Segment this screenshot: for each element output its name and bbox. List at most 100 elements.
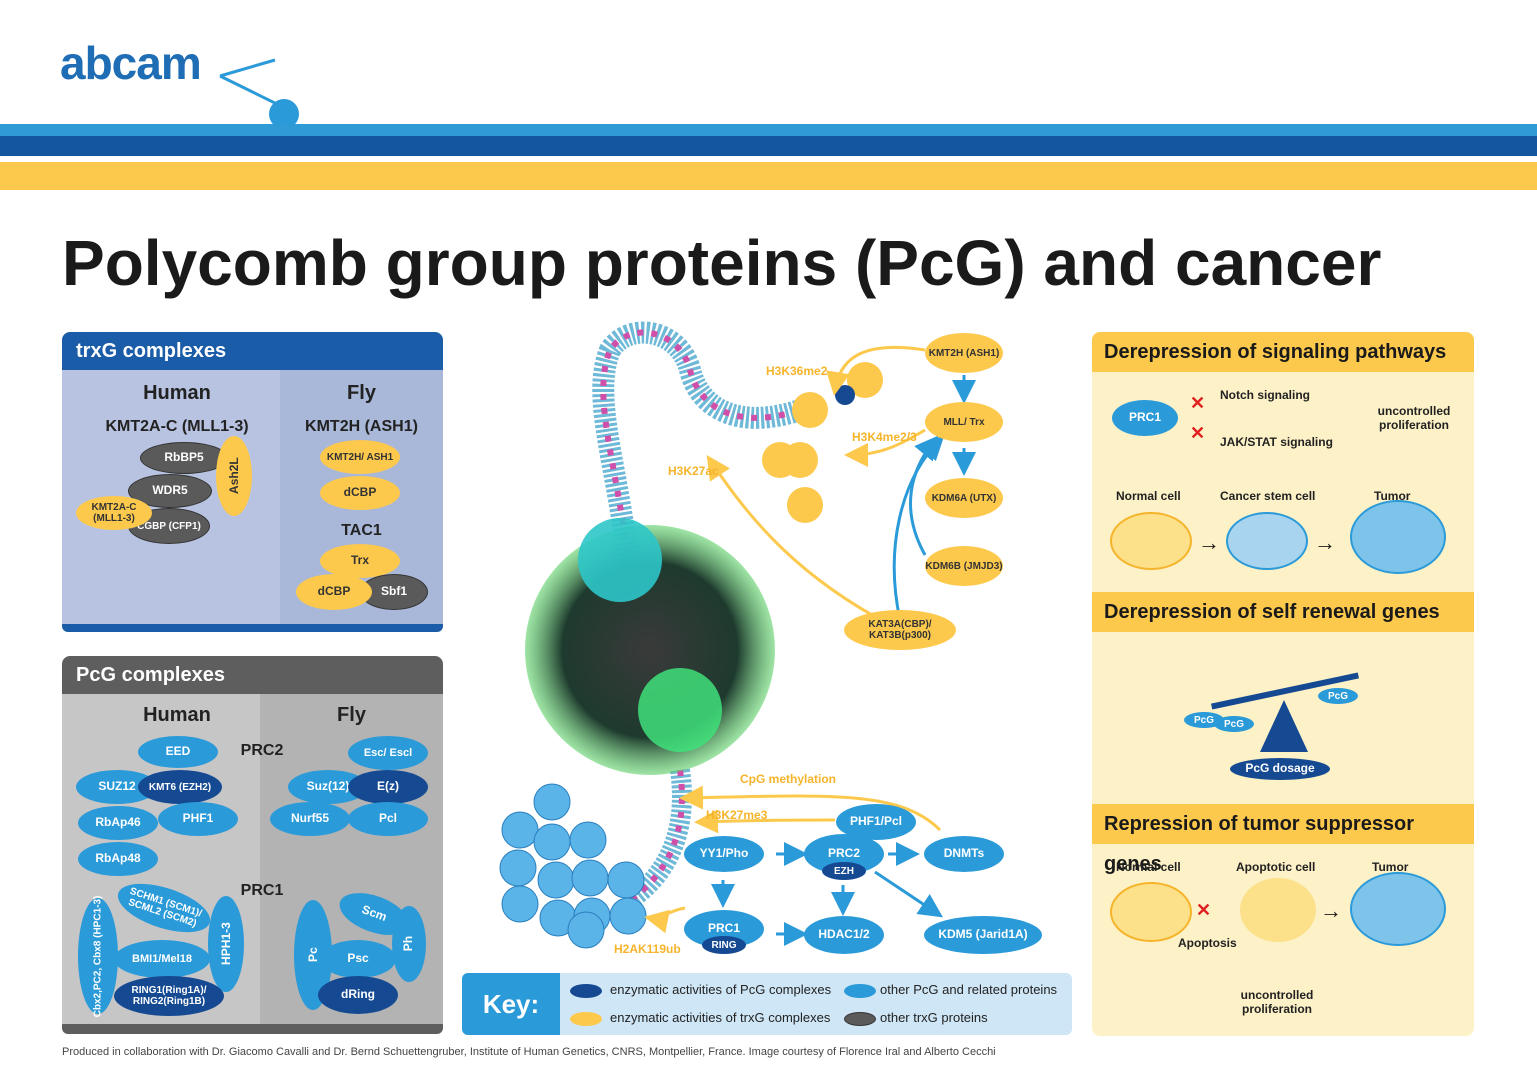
rbap48-node: RbAp48 bbox=[78, 842, 158, 876]
key-swatch-trxg-other bbox=[844, 1012, 876, 1026]
page-title: Polycomb group proteins (PcG) and cancer bbox=[62, 227, 1382, 299]
bmi1-node: BMI1/Mel18 bbox=[114, 940, 210, 978]
cancer-stem-label: Cancer stem cell bbox=[1220, 489, 1316, 503]
pcg-fly-label: Fly bbox=[337, 704, 366, 726]
tumor-label-2: Tumor bbox=[1372, 860, 1409, 874]
chromatin-illustration bbox=[499, 321, 976, 949]
psc-node: Psc bbox=[320, 940, 396, 978]
apoptotic-cell-label: Apoptotic cell bbox=[1236, 860, 1316, 874]
tumor-suppressor-heading: Repression of tumor suppressor genes bbox=[1092, 804, 1474, 875]
dring-node: dRing bbox=[318, 976, 398, 1014]
pcg-panel: PcG complexes Human Fly PRC2 PRC1 EED SU… bbox=[62, 656, 443, 1036]
h3k36me2-label: H3K36me2 bbox=[766, 364, 828, 378]
cross-icon-1: ✕ bbox=[1190, 393, 1206, 413]
trxg-footer-bar bbox=[62, 624, 443, 632]
trxg-fly-complex2: TAC1 bbox=[341, 522, 382, 539]
trxg-fly-label: Fly bbox=[347, 382, 376, 404]
cbx-label: Cbx2,PC2, Cbx8 (HPC1-3) bbox=[92, 895, 104, 1017]
prc1-label: PRC1 bbox=[240, 882, 284, 899]
arrow-icon-2: → bbox=[1314, 530, 1336, 555]
key-pcg-other: other PcG and related proteins bbox=[880, 982, 1058, 997]
kmt2a-node: KMT2A-C (MLL1-3) bbox=[76, 496, 152, 530]
kdm6a-node: KDM6A (UTX) bbox=[925, 478, 1003, 518]
hph-node: HPH1-3 bbox=[208, 896, 244, 992]
ez-node: E(z) bbox=[348, 770, 428, 804]
jak-label: JAK/STAT signaling bbox=[1220, 435, 1333, 449]
cancer-stem-cell-icon bbox=[1226, 512, 1308, 570]
apoptosis-label: Apoptosis bbox=[1178, 936, 1237, 950]
arrow-icon-1: → bbox=[1198, 530, 1220, 555]
ring1-node: RING1(Ring1A)/ RING2(Ring1B) bbox=[114, 976, 224, 1016]
ph-node: Ph bbox=[392, 906, 426, 982]
trxg-human-label: Human bbox=[143, 382, 211, 404]
normal-cell-icon-2 bbox=[1110, 882, 1192, 942]
normal-cell-icon-1 bbox=[1110, 512, 1192, 570]
uncontrolled-label-2: uncontrolled proliferation bbox=[1240, 988, 1314, 1016]
pcg-weight-left-2: PcG bbox=[1214, 716, 1254, 732]
pcg-heading: PcG complexes bbox=[62, 656, 443, 694]
trxg-heading: trxG complexes bbox=[62, 332, 443, 370]
kmt2h-center-node: KMT2H (ASH1) bbox=[925, 333, 1003, 373]
tumor-icon-2 bbox=[1350, 872, 1446, 946]
key-panel bbox=[462, 973, 1072, 1035]
pcg-human-label: Human bbox=[143, 704, 211, 726]
notch-label: Notch signaling bbox=[1220, 388, 1310, 402]
dcbp-node-1: dCBP bbox=[320, 476, 400, 510]
h3k27ac-label: H3K27ac bbox=[668, 464, 719, 478]
rbap46-node: RbAp46 bbox=[78, 806, 158, 840]
trxg-panel: trxG complexes Human Fly KMT2A-C (MLL1-3… bbox=[62, 332, 443, 640]
hph-label: HPH1-3 bbox=[218, 922, 233, 966]
ash2l-label: Ash2L bbox=[226, 457, 241, 495]
dnmts-node: DNMTs bbox=[924, 836, 1004, 872]
key-label: Key: bbox=[462, 973, 560, 1035]
cross-icon-2: ✕ bbox=[1190, 423, 1206, 443]
h3k27me3-label: H3K27me3 bbox=[706, 808, 768, 822]
ring-node: RING bbox=[702, 936, 746, 954]
key-swatch-trxg-enzymatic bbox=[570, 1012, 602, 1026]
pcg-weight-right: PcG bbox=[1318, 688, 1358, 704]
key-swatch-pcg-other bbox=[844, 984, 876, 998]
header-band-yellow bbox=[0, 162, 1537, 190]
kmt2h-node: KMT2H/ ASH1 bbox=[320, 440, 400, 474]
logo-antibody-icon bbox=[219, 58, 299, 129]
header-band-dark bbox=[0, 136, 1537, 156]
mll-trx-node: MLL/ Trx bbox=[925, 402, 1003, 442]
key-swatch-pcg-enzymatic bbox=[570, 984, 602, 998]
kdm6b-node: KDM6B (JMJD3) bbox=[925, 546, 1003, 586]
self-renewal-heading: Derepression of self renewal genes bbox=[1092, 592, 1474, 632]
eed-node: EED bbox=[138, 736, 218, 768]
normal-cell-label-2: Normal cell bbox=[1116, 860, 1181, 874]
trxg-fly-complex1: KMT2H (ASH1) bbox=[305, 418, 418, 435]
abcam-logo: abcam bbox=[60, 37, 202, 89]
cbx-node: Cbx2,PC2, Cbx8 (HPC1-3) bbox=[78, 895, 118, 1017]
apoptotic-cell-icon bbox=[1240, 878, 1316, 942]
trx-node: Trx bbox=[320, 544, 400, 578]
rbbp5-node: RbBP5 bbox=[140, 442, 228, 474]
arrow-icon-3: → bbox=[1320, 898, 1342, 923]
kmt6-node: KMT6 (EZH2) bbox=[138, 770, 222, 804]
esc-node: Esc/ Escl bbox=[348, 736, 428, 770]
prc2-label: PRC2 bbox=[240, 742, 284, 759]
footer-credit: Produced in collaboration with Dr. Giaco… bbox=[62, 1046, 996, 1058]
pcg-dosage-node: PcG dosage bbox=[1230, 758, 1330, 780]
key-pcg-enzymatic: enzymatic activities of PcG complexes bbox=[610, 982, 832, 997]
prc1-signaling-node: PRC1 bbox=[1112, 400, 1178, 436]
header-band-light bbox=[0, 124, 1537, 136]
phf1-pcl-node: PHF1/Pcl bbox=[836, 804, 916, 840]
trxg-human-complex: KMT2A-C (MLL1-3) bbox=[105, 418, 249, 435]
tumor-label-1: Tumor bbox=[1374, 489, 1411, 503]
yy1-pho-node: YY1/Pho bbox=[684, 836, 764, 872]
ezh-node: EZH bbox=[822, 862, 866, 880]
kdm5-node: KDM5 (Jarid1A) bbox=[924, 916, 1042, 954]
h2ak119ub-label: H2AK119ub bbox=[614, 942, 681, 956]
pc-label: Pc bbox=[305, 947, 320, 963]
ash2l-node: Ash2L bbox=[216, 436, 252, 516]
ph-label: Ph bbox=[401, 936, 416, 952]
hdac-node: HDAC1/2 bbox=[804, 916, 884, 954]
cross-icon-3: ✕ bbox=[1196, 900, 1212, 920]
uncontrolled-label-1: uncontrolled proliferation bbox=[1377, 404, 1451, 432]
h3k4me23-label: H3K4me2/3 bbox=[852, 430, 917, 444]
key-trxg-enzymatic: enzymatic activities of trxG complexes bbox=[610, 1010, 831, 1025]
phf1-node: PHF1 bbox=[158, 802, 238, 836]
key-trxg-other: other trxG proteins bbox=[880, 1010, 988, 1025]
